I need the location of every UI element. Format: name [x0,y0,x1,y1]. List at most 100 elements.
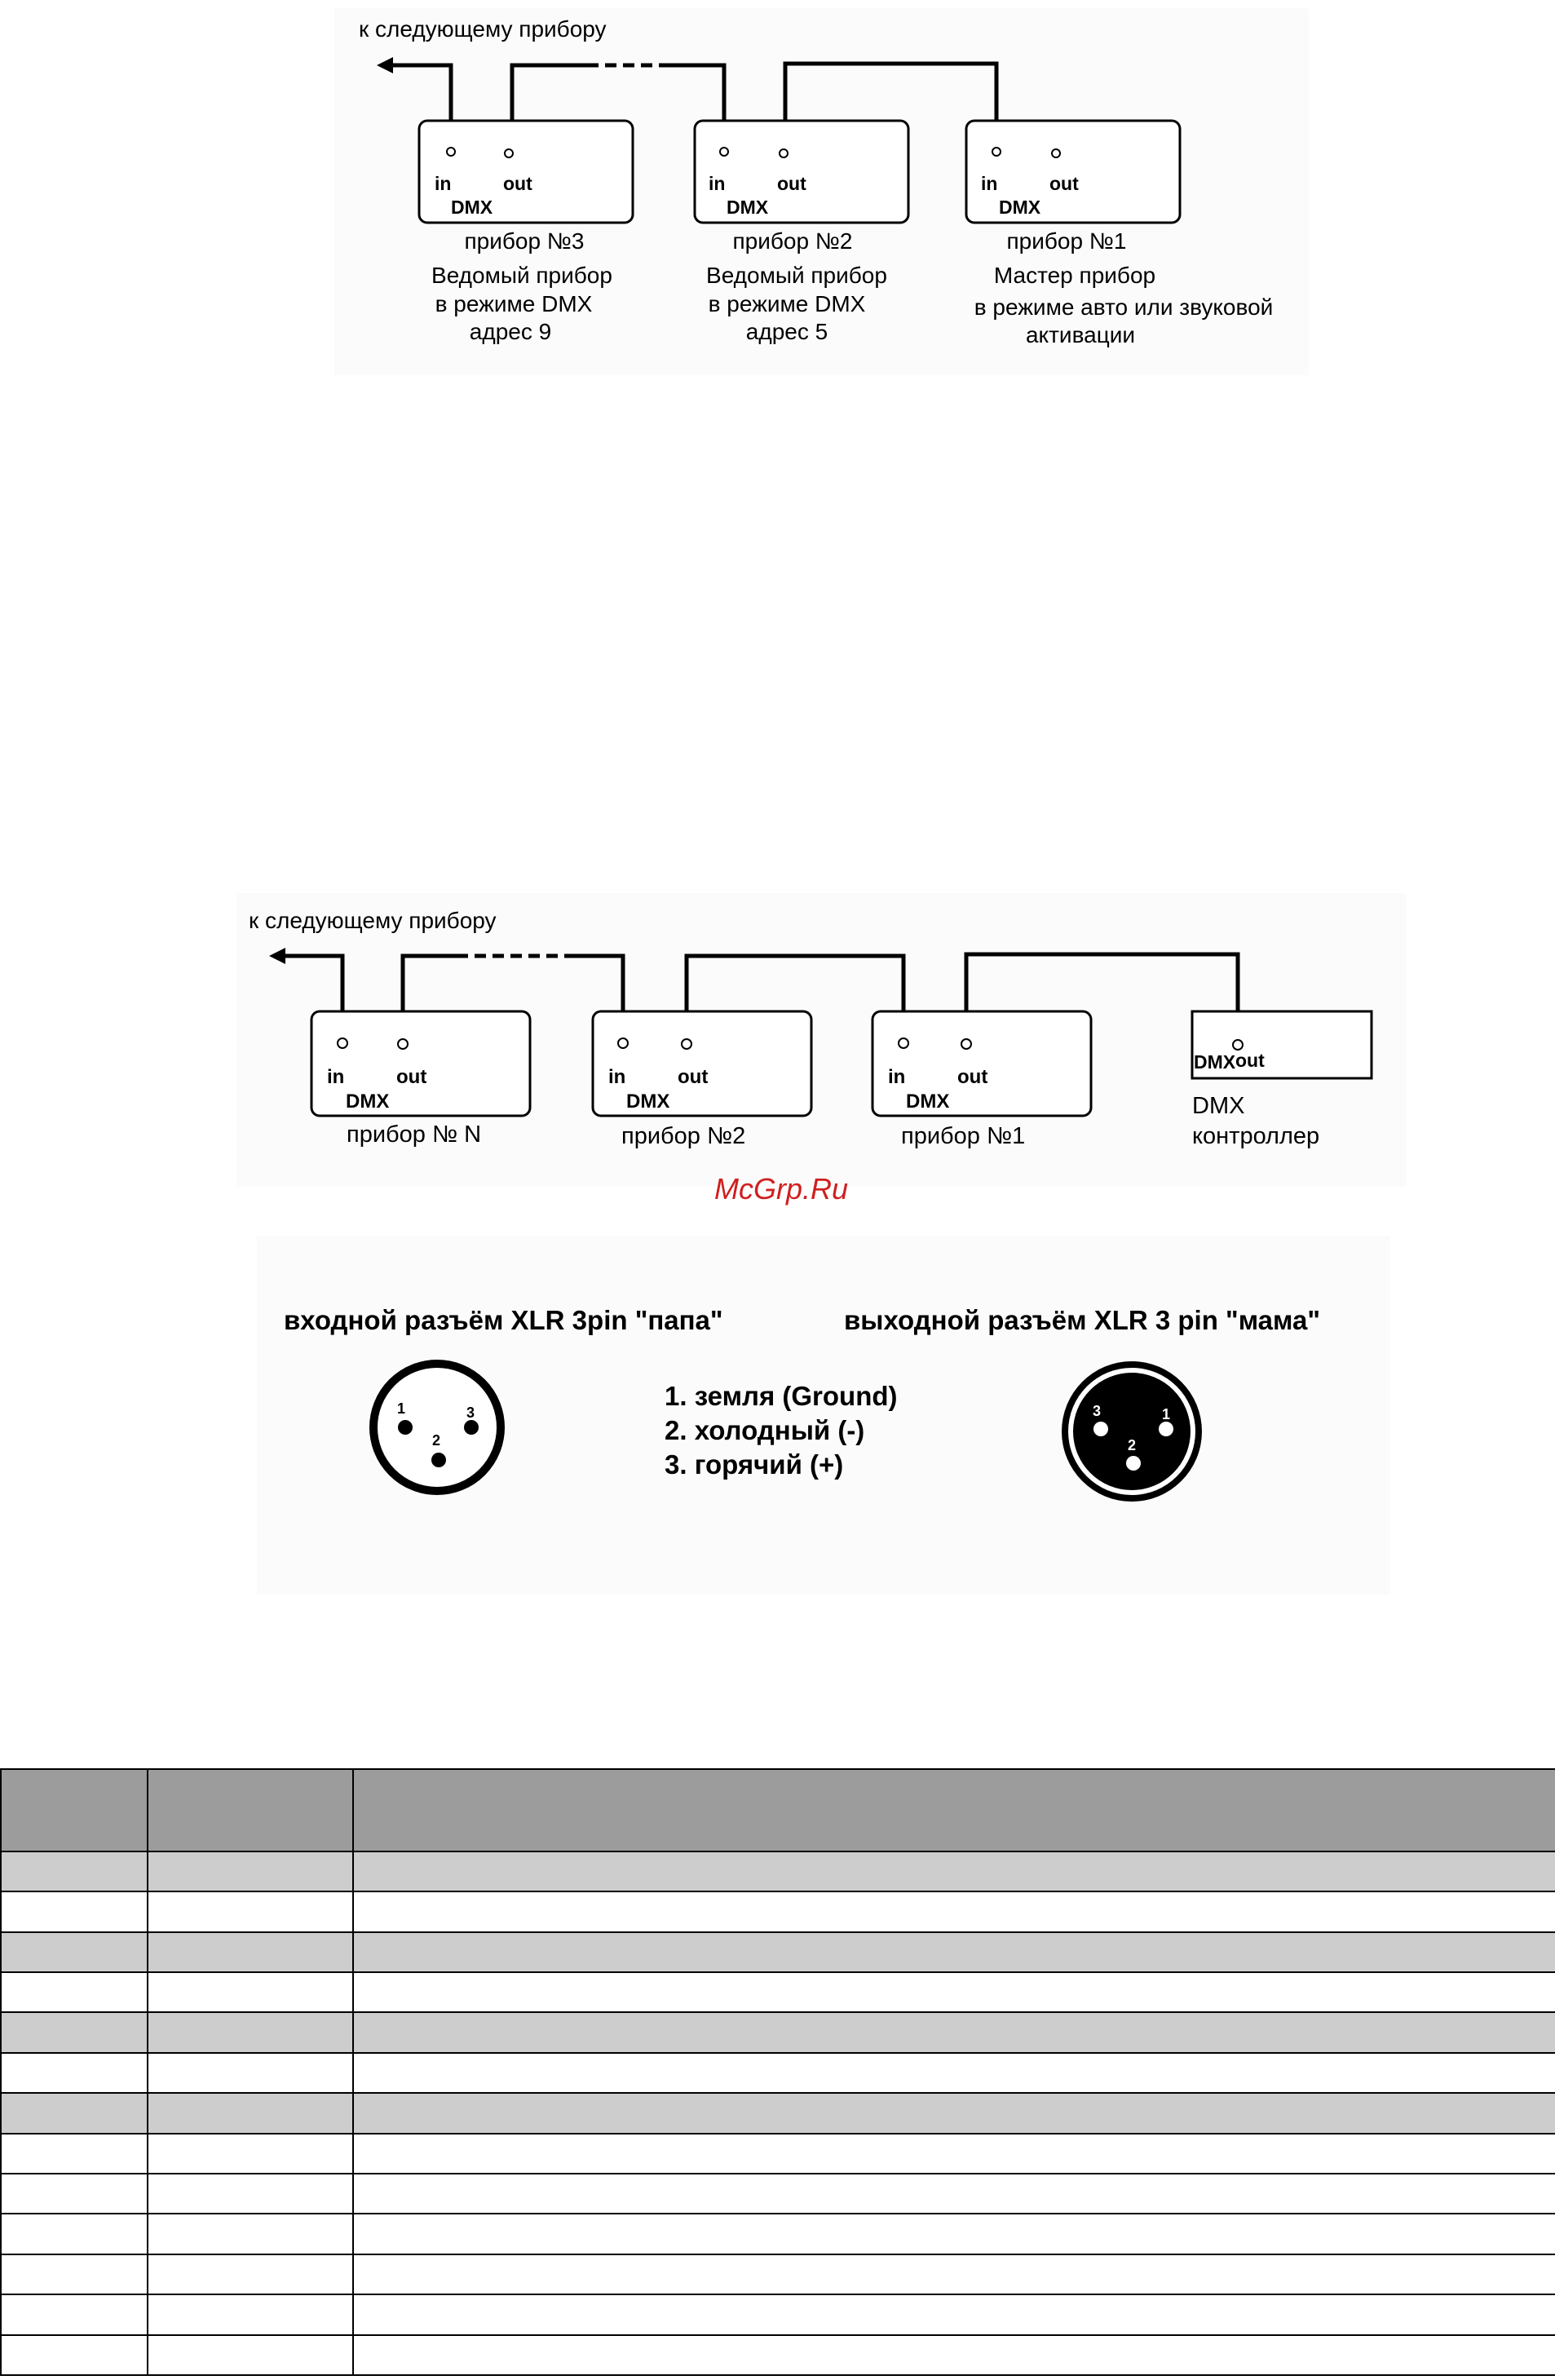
table-row [0,2213,1555,2255]
device-3-desc-3: адрес 9 [470,319,551,344]
svg-text:out: out [1235,1050,1265,1071]
svg-text:out: out [777,173,806,194]
table-cell [147,2294,354,2336]
dmx-controller-box: DMX out [1191,1010,1373,1080]
table-cell [147,2253,354,2296]
table-cell [147,1891,354,1933]
table-cell [147,2051,354,2095]
table-cell [352,1971,1555,2014]
table-cell [0,2092,148,2134]
device-2-box: in out DMX [693,119,910,224]
table-cell [147,2172,354,2215]
svg-text:in: in [608,1066,625,1088]
svg-text:in: in [435,173,451,194]
table-cell [0,2172,148,2215]
svg-text:in: in [327,1066,344,1088]
table-cell [147,2011,354,2054]
device-2-desc-3: адрес 5 [746,319,828,344]
device-1-desc-2: в режиме авто или звуковой [974,294,1274,320]
svg-text:DMX: DMX [1194,1051,1236,1073]
diagram-master-slave: к следующему прибору in out DMX in out D… [334,8,1309,375]
table-cell [352,2213,1555,2255]
device-n-box: in out DMX [310,1010,532,1117]
device-2-name: прибор №2 [733,228,853,254]
device-2b-box: in out DMX [591,1010,813,1117]
table-row [0,1931,1555,1974]
svg-text:DMX: DMX [451,197,493,218]
device-1-box: in out DMX [965,119,1182,224]
table-cell [0,2253,148,2296]
arrow-icon [377,57,393,73]
table-cell [147,1971,354,2014]
table-row [0,2011,1555,2054]
table-row [0,2294,1555,2336]
svg-text:DMX: DMX [999,197,1041,218]
controller-label-2: контроллер [1192,1123,1319,1149]
device-3-box: in out DMX [417,119,634,224]
xlr-connectors-section: входной разъём XLR 3pin "папа" выходной … [257,1236,1390,1595]
svg-text:out: out [957,1066,987,1088]
xlr-male-icon: 1 2 3 [369,1360,505,1495]
watermark: McGrp.Ru [714,1172,848,1205]
xlr-female-icon: 3 1 2 [1062,1361,1202,1502]
table-row [0,2092,1555,2134]
svg-text:DMX: DMX [906,1090,949,1113]
table-cell [352,2294,1555,2336]
svg-text:DMX: DMX [626,1090,669,1113]
table-cell [352,2172,1555,2215]
svg-text:out: out [503,173,532,194]
table-cell [352,1891,1555,1933]
table-cell [0,2294,148,2336]
svg-text:3: 3 [466,1405,475,1421]
table-cell [352,2011,1555,2054]
device-1-desc-3: активации [1026,322,1135,347]
table-row [0,1971,1555,2014]
table-cell [352,2092,1555,2134]
table-cell [0,2213,148,2255]
svg-text:2: 2 [1128,1437,1136,1453]
pin-3-desc: 3. горячий (+) [665,1449,843,1480]
table-cell [352,1931,1555,1974]
table-cell [0,2334,148,2377]
arrow-icon [269,948,285,964]
table-cell [0,1931,148,1974]
svg-text:DMX: DMX [727,197,769,218]
table-cell [0,1971,148,2014]
device-3-desc-1: Ведомый прибор [431,263,612,288]
table-cell [352,2132,1555,2174]
diagram-dmx-controller: к следующему прибору in out DMX in out D… [236,893,1407,1205]
pin-1-desc: 1. земля (Ground) [665,1381,898,1411]
male-connector-title: входной разъём XLR 3pin "папа" [284,1305,723,1335]
table-cell [147,1850,354,1893]
device-1-name: прибор №1 [1007,228,1127,254]
table-row [0,2334,1555,2377]
device-1b-name: прибор №1 [901,1123,1025,1149]
table-header-cell [147,1768,354,1852]
table-row [0,2051,1555,2095]
svg-text:out: out [678,1066,708,1088]
table-cell [352,2253,1555,2296]
next-device-label: к следующему прибору [359,16,607,42]
svg-text:3: 3 [1093,1403,1101,1419]
svg-text:in: in [709,173,725,194]
svg-text:out: out [1049,173,1079,194]
pin-2-desc: 2. холодный (-) [665,1415,864,1445]
table-row [0,1850,1555,1893]
device-3-name: прибор №3 [465,228,585,254]
table-cell [0,1850,148,1893]
controller-label-1: DMX [1192,1093,1244,1119]
table-header-row [0,1768,1555,1852]
svg-text:1: 1 [397,1400,405,1417]
table-cell [0,2132,148,2174]
svg-text:DMX: DMX [346,1090,389,1113]
svg-text:1: 1 [1162,1406,1170,1422]
svg-text:in: in [981,173,997,194]
table-cell [147,2334,354,2377]
device-n-name: прибор № N [347,1121,481,1148]
table-header-cell [352,1768,1555,1852]
svg-text:in: in [888,1066,905,1088]
table-row [0,1891,1555,1933]
table-cell [352,2334,1555,2377]
table-header-cell [0,1768,148,1852]
table-cell [352,1850,1555,1893]
